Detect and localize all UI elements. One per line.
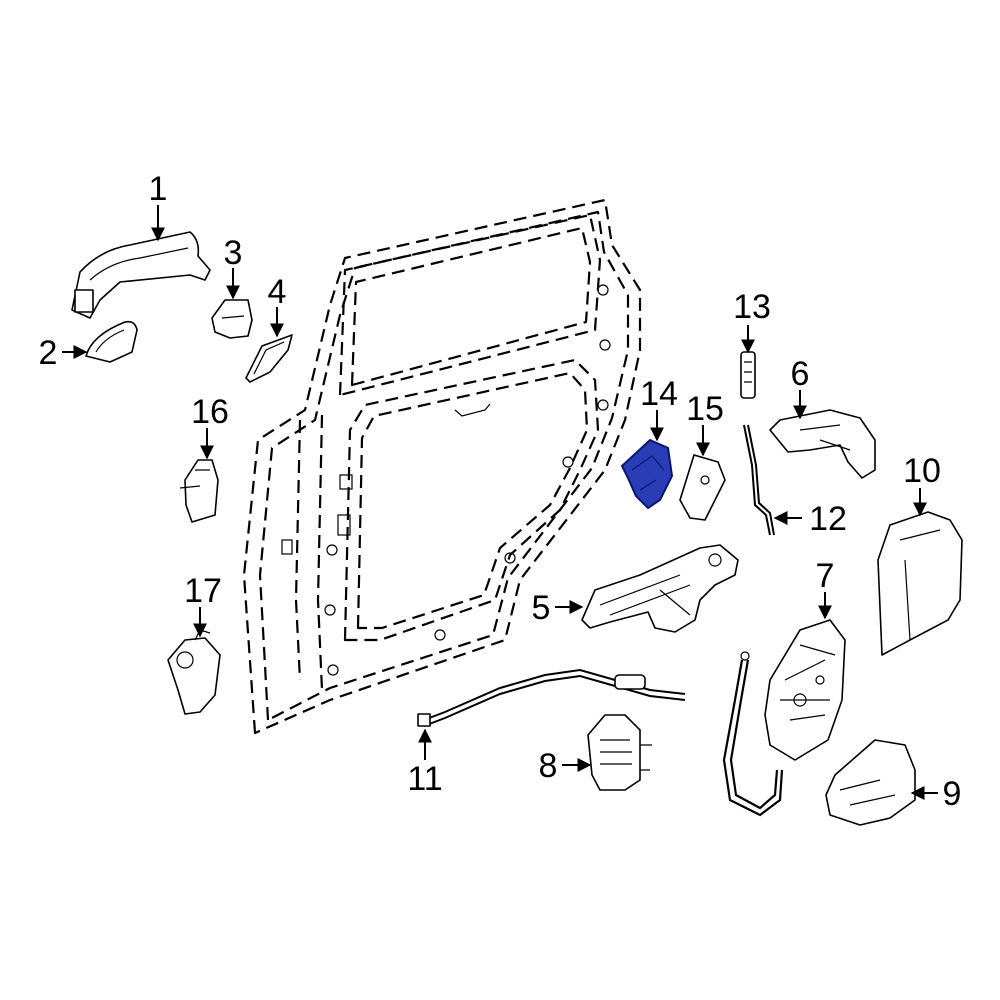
- part-13-rod[interactable]: [740, 351, 756, 399]
- part-8-damper[interactable]: [587, 714, 652, 791]
- callout-16[interactable]: 16: [191, 393, 229, 431]
- part-12-link-rod[interactable]: [743, 424, 775, 536]
- part-7-latch[interactable]: [764, 619, 846, 761]
- door-frame-outline: [242, 198, 642, 735]
- callout-10[interactable]: 10: [903, 452, 941, 490]
- part-15-plate[interactable]: [679, 454, 726, 521]
- callout-8[interactable]: 8: [539, 747, 558, 785]
- part-6-support[interactable]: [769, 409, 876, 479]
- part-7-cable: [722, 651, 784, 817]
- part-4-gasket[interactable]: [245, 334, 293, 383]
- callout-9[interactable]: 9: [943, 775, 962, 813]
- part-17-lock-cylinder[interactable]: [167, 629, 221, 715]
- part-16-bracket[interactable]: [179, 459, 219, 523]
- callout-4[interactable]: 4: [268, 273, 287, 311]
- callout-13[interactable]: 13: [733, 288, 771, 326]
- callout-5[interactable]: 5: [532, 589, 551, 627]
- part-14-highlighted-bracket[interactable]: [620, 438, 674, 510]
- part-3-clip[interactable]: [211, 299, 253, 339]
- callout-12[interactable]: 12: [809, 500, 847, 538]
- callout-7[interactable]: 7: [816, 557, 835, 595]
- callout-15[interactable]: 15: [686, 390, 724, 428]
- part-1-outer-handle[interactable]: [71, 231, 211, 319]
- part-5-handle-carrier[interactable]: [581, 544, 739, 633]
- callout-3[interactable]: 3: [224, 234, 243, 272]
- callout-6[interactable]: 6: [791, 355, 810, 393]
- part-2-handle-bezel[interactable]: [85, 320, 138, 363]
- part-11-cable[interactable]: [417, 668, 686, 727]
- callout-labels: 1 2 3 4 5 6 7 8 9 10 11 12 13 14 15 16 1…: [39, 170, 962, 813]
- callout-arrows: [62, 205, 938, 800]
- callout-17[interactable]: 17: [184, 572, 222, 610]
- callout-2[interactable]: 2: [39, 334, 58, 372]
- part-9-actuator[interactable]: [825, 739, 916, 826]
- callout-11[interactable]: 11: [407, 760, 442, 798]
- part-10-cover[interactable]: [877, 511, 963, 656]
- callout-1[interactable]: 1: [149, 170, 168, 208]
- callout-14[interactable]: 14: [640, 375, 678, 413]
